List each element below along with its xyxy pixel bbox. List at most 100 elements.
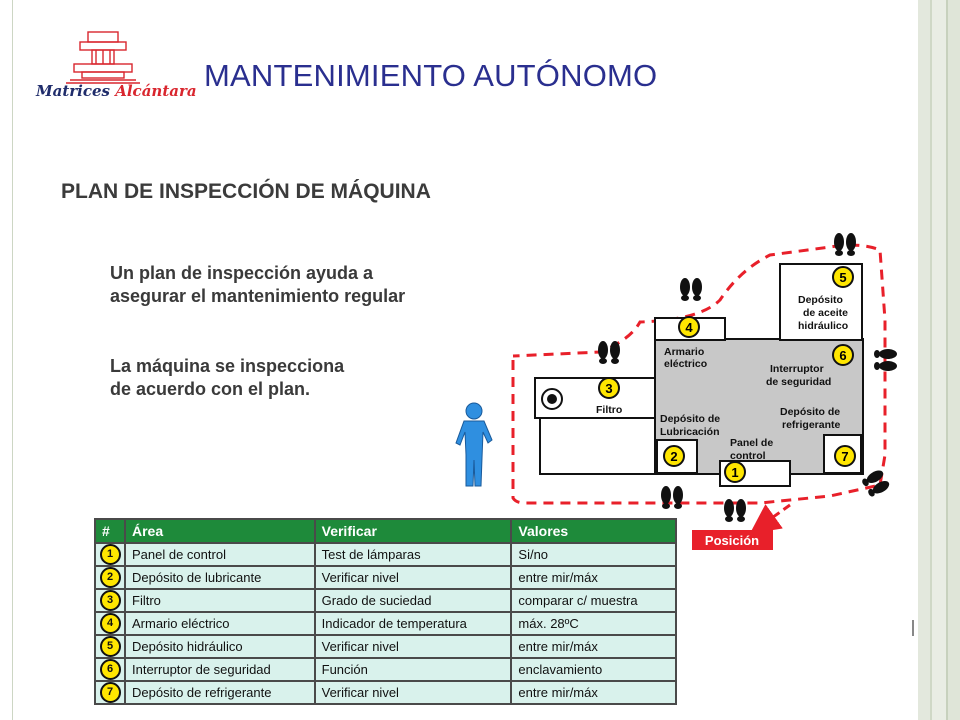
marker-6: 6 (832, 344, 854, 366)
svg-text:5: 5 (839, 270, 846, 285)
inspection-route (511, 243, 887, 505)
cell-verificar: Test de lámparas (313, 542, 513, 567)
row-number-badge: 1 (99, 544, 121, 565)
row-number-cell: 6 (94, 657, 126, 682)
cell-area: Interruptor de seguridad (124, 657, 316, 682)
row-number-badge: 4 (99, 613, 121, 634)
marker-3: 3 (598, 377, 620, 399)
footprints-icon (598, 341, 620, 364)
label-panel: Panel de (730, 437, 773, 449)
logo-text-main: Matrices (36, 82, 110, 100)
intro-line: Un plan de inspección ayuda a (110, 263, 374, 283)
label-filtro: Filtro (596, 404, 622, 416)
machine-left-base (539, 417, 656, 475)
cell-area: Filtro (124, 588, 316, 613)
label-interruptor: Interruptor (770, 363, 824, 375)
svg-text:3: 3 (605, 381, 612, 396)
label-armario: Armario (664, 346, 704, 358)
cell-area: Depósito de lubricante (124, 565, 316, 590)
label-interruptor: de seguridad (766, 376, 831, 388)
label-lubricacion: Lubricación (660, 426, 720, 438)
row-number-badge: 3 (99, 590, 121, 611)
column-header-verificar: Verificar (313, 518, 513, 544)
label-aceite: de aceite (803, 307, 848, 319)
cell-area: Armario eléctrico (124, 611, 316, 636)
row-number-badge: 2 (99, 567, 121, 588)
route-arrow (749, 503, 791, 534)
column-header-number: # (94, 518, 126, 544)
cell-valores: comparar c/ muestra (510, 588, 677, 613)
marker-2: 2 (663, 445, 685, 467)
filter-unit (534, 377, 656, 419)
intro-paragraph-1: Un plan de inspección ayuda a asegurar e… (110, 262, 405, 308)
label-aceite: hidráulico (798, 320, 848, 332)
label-aceite: Depósito (798, 294, 843, 306)
cell-verificar: Verificar nivel (313, 680, 513, 705)
cell-valores: entre mir/máx (510, 634, 677, 659)
cell-verificar: Grado de suciedad (313, 588, 513, 613)
logo-wordmark: Matrices Alcántara (36, 82, 197, 100)
cell-verificar: Verificar nivel (313, 565, 513, 590)
footprints-icon (834, 233, 856, 256)
row-number-cell: 4 (94, 611, 126, 636)
svg-text:6: 6 (839, 348, 846, 363)
inspection-diagram: 1 2 3 4 5 6 7 Filtro Armario eléctrico D… (455, 233, 897, 550)
cell-verificar: Indicador de temperatura (313, 611, 513, 636)
cell-valores: enclavamiento (510, 657, 677, 682)
position-label: Posición (705, 533, 759, 548)
cell-area: Depósito hidráulico (124, 634, 316, 659)
row-number-cell: 5 (94, 634, 126, 659)
label-armario: eléctrico (664, 358, 707, 370)
filter-port-center (547, 394, 557, 404)
label-panel: control (730, 450, 766, 462)
footprints-icon (680, 278, 702, 301)
label-lubricacion: Depósito de (660, 413, 720, 425)
marker-4: 4 (678, 316, 700, 338)
svg-text:7: 7 (841, 449, 848, 464)
label-refrigerante: refrigerante (782, 419, 841, 431)
intro-paragraph-2: La máquina se inspecciona de acuerdo con… (110, 355, 344, 401)
cell-valores: entre mir/máx (510, 565, 677, 590)
marker-5: 5 (832, 266, 854, 288)
cell-valores: máx. 28ºC (510, 611, 677, 636)
marker-7: 7 (834, 445, 856, 467)
section-subtitle: PLAN DE INSPECCIÓN DE MÁQUINA (61, 180, 431, 203)
operator-person-icon (455, 402, 493, 487)
row-number-cell: 7 (94, 680, 126, 705)
footprints-icon (860, 467, 892, 499)
intro-line: de acuerdo con el plan. (110, 379, 311, 399)
svg-text:2: 2 (670, 449, 677, 464)
column-header-area: Área (124, 518, 316, 544)
row-number-badge: 6 (99, 659, 121, 680)
cell-valores: entre mir/máx (510, 680, 677, 705)
intro-line: La máquina se inspecciona (110, 356, 345, 376)
row-number-badge: 7 (99, 682, 121, 703)
logo-text-accent: Alcántara (115, 82, 197, 100)
cell-area: Panel de control (124, 542, 316, 567)
slide-frame-left (0, 0, 13, 720)
row-number-cell: 2 (94, 565, 126, 590)
cell-verificar: Verificar nivel (313, 634, 513, 659)
edge-mark (912, 620, 914, 636)
svg-text:1: 1 (731, 465, 738, 480)
table-header-row: # Área Verificar Valores (94, 518, 677, 544)
page-title: MANTENIMIENTO AUTÓNOMO (204, 58, 658, 93)
row-number-badge: 5 (99, 636, 121, 657)
marker-1: 1 (724, 461, 746, 483)
footprints-icon (661, 486, 683, 509)
svg-text:4: 4 (685, 320, 693, 335)
cell-verificar: Función (313, 657, 513, 682)
row-number-cell: 3 (94, 588, 126, 613)
position-label-box (692, 530, 773, 550)
row-number-cell: 1 (94, 542, 126, 567)
label-refrigerante: Depósito de (780, 406, 840, 418)
cell-valores: Si/no (510, 542, 677, 567)
